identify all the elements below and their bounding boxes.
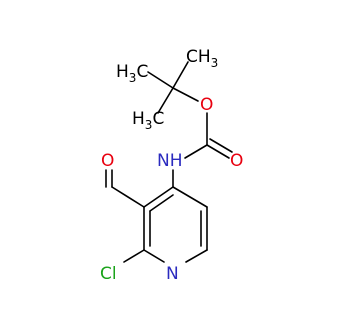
bond-carbonyl-to-nh bbox=[184, 144, 208, 159]
atom-label-chlorine: Cl bbox=[100, 264, 117, 284]
bond-ring-c6-n1 bbox=[185, 249, 208, 263]
atom-label-methyl-top-right: CH3 bbox=[186, 47, 218, 70]
bond-lines bbox=[105, 61, 233, 263]
bond-carbonyl-double-2 bbox=[209, 138, 233, 153]
atom-label-ring-nitrogen: N bbox=[166, 264, 179, 284]
bond-tbu-to-methyl-lower-left bbox=[157, 87, 174, 114]
atom-label-carbonyl-oxygen: O bbox=[230, 151, 243, 171]
bond-ring-n1-c2 bbox=[143, 249, 165, 263]
atom-label-methyl-left-lower: H3C bbox=[132, 109, 164, 132]
atom-label-ester-oxygen: O bbox=[200, 95, 213, 115]
atom-label-aldehyde-oxygen: O bbox=[101, 151, 114, 171]
bond-carbonyl-double-1 bbox=[206, 144, 230, 159]
bond-tbu-to-methyl-top bbox=[172, 61, 189, 89]
bond-ring-to-aldehyde-carbon bbox=[111, 186, 145, 208]
bond-ring-c3-c4-inner bbox=[149, 194, 174, 212]
bond-ring-c4-c5 bbox=[172, 186, 208, 208]
bond-ring-c3-c4 bbox=[143, 186, 174, 208]
bond-ring-to-chlorine bbox=[123, 249, 145, 263]
bond-tbu-to-ester-oxygen bbox=[172, 87, 199, 102]
atom-labels: CH3 H3C H3C O O NH O N Cl bbox=[100, 47, 243, 284]
atom-label-methyl-left-upper: H3C bbox=[116, 62, 148, 85]
bond-tbu-to-methyl-upper-left bbox=[147, 71, 174, 89]
atom-label-amide-nh: NH bbox=[157, 151, 183, 171]
